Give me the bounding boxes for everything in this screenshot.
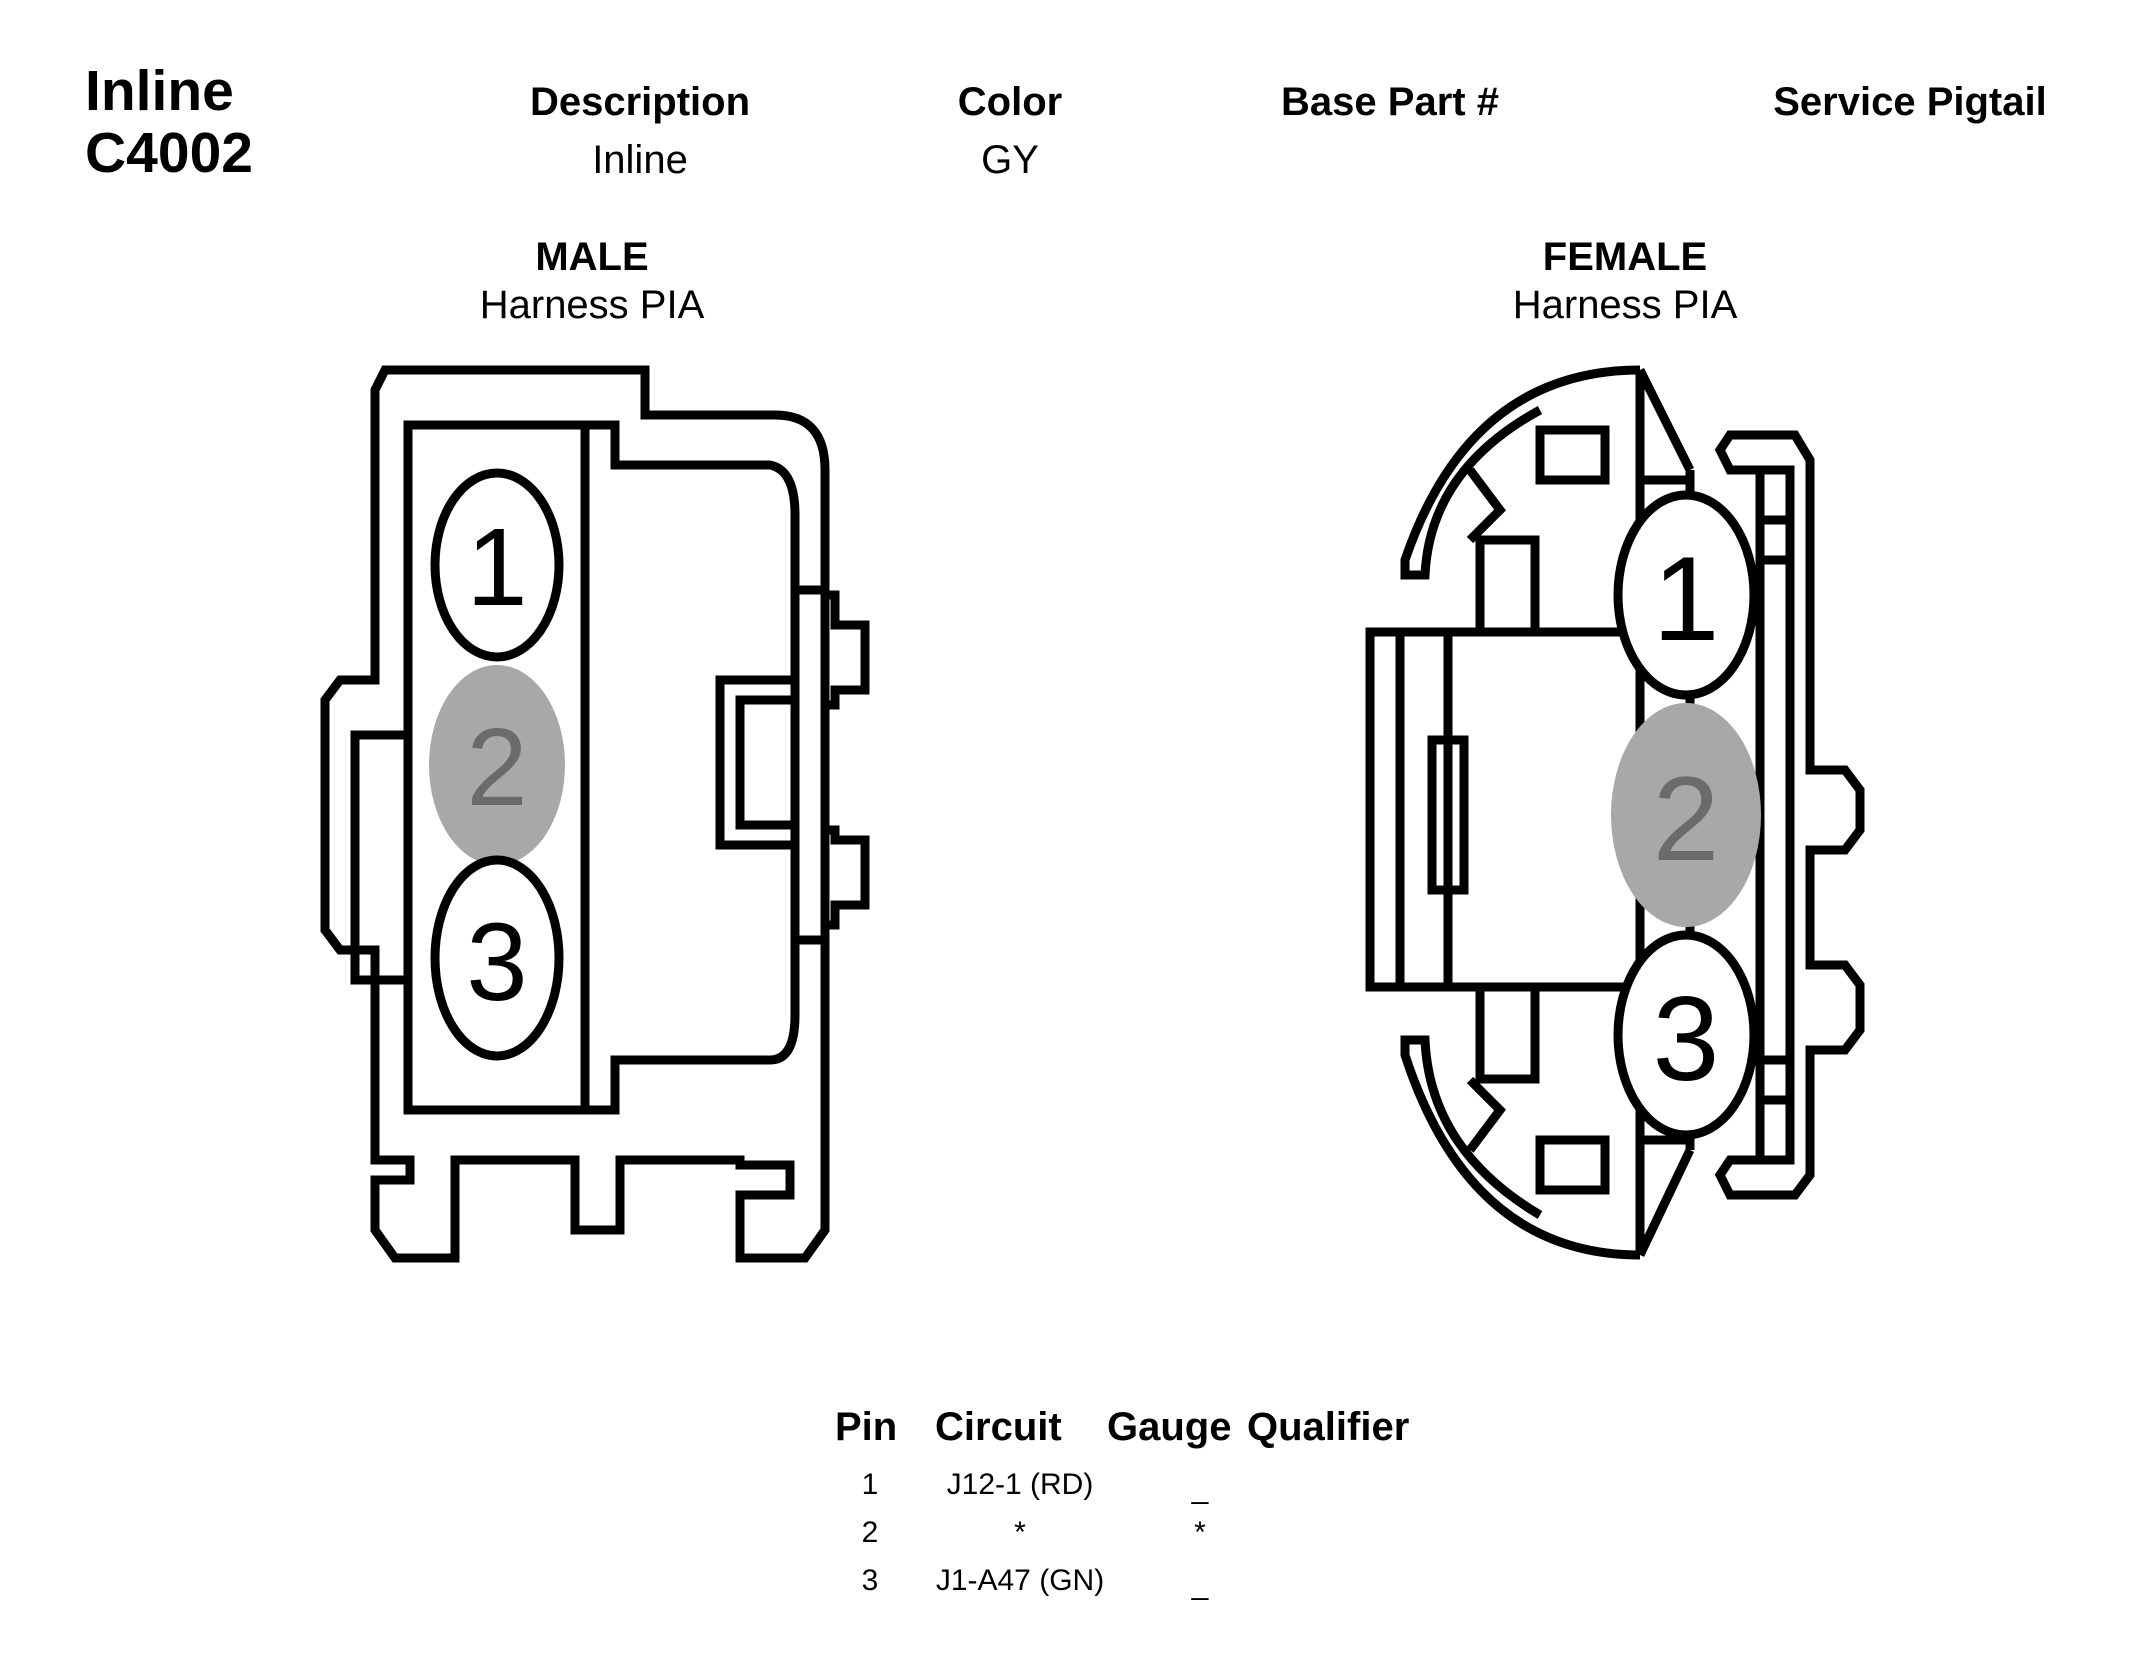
female-pin-1-circle <box>1613 490 1759 700</box>
qualifier-header: Qualifier <box>1247 1405 1410 1449</box>
male-pin-1-label: 1 <box>466 506 527 629</box>
table-row-1-circuit: J12-1 (RD) <box>946 1468 1094 1501</box>
connector-title: Inline C4002 <box>85 60 253 184</box>
circuit-header: Circuit <box>935 1405 1062 1449</box>
male-pin-3-circle <box>430 855 564 1061</box>
description-label: Description <box>529 80 751 124</box>
male-subtitle: Harness PIA <box>479 283 705 327</box>
female-pin-3-label: 3 <box>1653 972 1720 1106</box>
male-pin-2-highlight <box>429 665 565 865</box>
table-row-3-pin: 3 <box>861 1564 879 1597</box>
male-pin-3-label: 3 <box>466 901 527 1024</box>
female-pin-2-label: 2 <box>1653 752 1720 886</box>
female-title: FEMALE <box>1542 235 1708 279</box>
male-title: MALE <box>535 235 649 279</box>
connector-type: Inline <box>85 59 234 123</box>
table-row-1-gauge: _ <box>1191 1472 1209 1505</box>
female-pins: 1 2 3 <box>1611 490 1761 1140</box>
pin-header: Pin <box>835 1405 898 1449</box>
female-pin-1-label: 1 <box>1653 532 1720 666</box>
gauge-header: Gauge <box>1107 1405 1232 1449</box>
table-row-1-pin: 1 <box>861 1468 879 1501</box>
table-row-2-circuit: * <box>1014 1516 1026 1549</box>
color-value: GY <box>981 138 1039 182</box>
service-pigtail-label: Service Pigtail <box>1773 80 2047 124</box>
female-connector-housing <box>1365 365 1865 1260</box>
female-pin-2-highlight <box>1611 703 1761 927</box>
table-row-2-gauge: * <box>1194 1516 1206 1549</box>
female-pin-3-circle <box>1613 930 1759 1140</box>
base-part-label: Base Part # <box>1281 80 1499 124</box>
male-pins: 1 2 3 <box>429 468 565 1061</box>
male-connector-housing <box>320 365 870 1263</box>
male-pin-1-circle <box>430 468 564 662</box>
table-row-2-pin: 2 <box>861 1516 879 1549</box>
table-row-3-gauge: _ <box>1191 1568 1209 1601</box>
table-row-3-circuit: J1-A47 (GN) <box>935 1564 1105 1597</box>
color-label: Color <box>957 80 1063 124</box>
male-pin-2-label: 2 <box>466 706 527 829</box>
connector-id: C4002 <box>85 121 253 185</box>
description-value: Inline <box>592 138 688 182</box>
female-subtitle: Harness PIA <box>1512 283 1738 327</box>
pin-table: Pin Circuit Gauge Qualifier 1 J12-1 (RD)… <box>820 1400 1440 1620</box>
